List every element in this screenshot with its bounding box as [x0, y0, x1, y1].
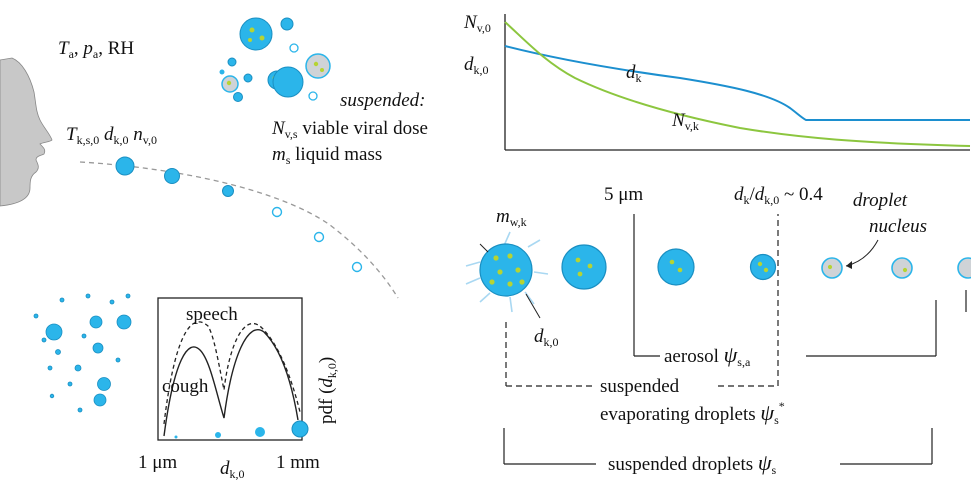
- suspended-droplets-label: suspended droplets ψs: [608, 450, 777, 477]
- vapour-pointer: [479, 243, 489, 253]
- evaporating-bracket: [505, 214, 779, 387]
- curve-dk-label: dk: [626, 62, 642, 85]
- pdf-frame: [157, 297, 303, 441]
- sequence-droplet-3: [657, 248, 695, 286]
- speech-label: speech: [186, 304, 238, 325]
- emission-label: Tk,s,0 dk,0 nv,0: [66, 124, 157, 147]
- decay-plot: Nv,0 dk,0 dk Nv,k: [463, 12, 971, 151]
- droplet-nucleus-2: [891, 257, 913, 279]
- evaporating-droplet: [479, 243, 533, 297]
- cough-label: cough: [162, 376, 209, 397]
- pdf-size-marker: [291, 420, 309, 438]
- droplet-nucleus-1: [821, 257, 843, 279]
- pdf-size-marker: [174, 435, 178, 439]
- suspended-dose: Nv,s viable viral dose: [271, 118, 428, 141]
- evaporating-label-line1: suspended: [600, 376, 680, 397]
- nucleus-pointer-head: [846, 261, 852, 269]
- pdf-x-label: dk,0: [220, 458, 245, 481]
- decay-y-label-mid: dk,0: [464, 54, 489, 77]
- diameter-pointer: [525, 293, 541, 319]
- evaporating-label-line2: evaporating droplets ψs*: [600, 399, 785, 427]
- trajectory-droplet: [271, 206, 283, 218]
- vapour-mass-label: mw,k: [496, 206, 527, 229]
- trajectory-droplet: [351, 261, 363, 273]
- aerosol-label: aerosol ψs,a: [664, 342, 751, 369]
- sequence-droplet-4: [749, 253, 777, 281]
- suspended-title: suspended:: [340, 90, 425, 111]
- pdf-size-marker: [215, 432, 221, 438]
- ambient-label: Ta, pa, RH: [58, 38, 134, 61]
- trajectory-droplet: [115, 156, 135, 176]
- suspended-droplet-cloud: [219, 17, 331, 102]
- pdf-x-min-label: 1 μm: [138, 452, 177, 473]
- pdf-y-label: pdf (dk,0): [316, 357, 339, 424]
- nucleus-label-line1: droplet: [853, 190, 908, 211]
- curve-cough: [163, 329, 299, 437]
- size-threshold-label: 5 μm: [604, 184, 643, 205]
- suspended-bracket: [503, 428, 933, 465]
- droplet-trajectory: [79, 161, 399, 299]
- head-profile: [0, 57, 53, 207]
- trajectory-droplet: [164, 168, 180, 184]
- trajectory-droplet: [222, 185, 234, 197]
- pdf-x-max-label: 1 mm: [276, 452, 320, 473]
- aerosol-bracket: [633, 214, 967, 357]
- sequence-droplet-2: [561, 244, 607, 290]
- size-pdf-plot: speech cough 1 μm 1 mm dk,0 pdf (dk,0): [138, 297, 339, 481]
- size-ratio-label: dk/dk,0 ~ 0.4: [734, 184, 823, 207]
- suspended-mass: ms liquid mass: [272, 144, 382, 167]
- spray-droplets: [33, 293, 132, 413]
- droplet-nucleus-3: [957, 257, 971, 279]
- curve-nv: [504, 21, 971, 147]
- nucleus-label-line2: nucleus: [869, 216, 927, 237]
- trajectory-droplet: [313, 231, 325, 243]
- curve-nv-label: Nv,k: [671, 110, 699, 133]
- diameter-label: dk,0: [534, 326, 559, 349]
- decay-y-label-top: Nv,0: [463, 12, 491, 35]
- curve-dk: [504, 45, 970, 121]
- pdf-size-marker: [255, 427, 265, 437]
